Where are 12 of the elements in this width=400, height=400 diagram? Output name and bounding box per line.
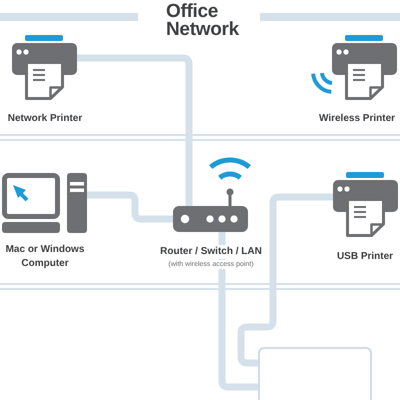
empty-panel <box>258 347 372 400</box>
network-cable <box>87 192 173 222</box>
device-label: Router / Switch / LAN <box>160 245 262 259</box>
network-cable <box>77 54 192 206</box>
wireless-printer-icon <box>308 35 397 100</box>
title: Office Network <box>166 3 240 39</box>
printer-icon <box>12 35 77 100</box>
network-cable <box>238 194 333 366</box>
desktop-computer-icon <box>2 173 87 233</box>
printer-icon <box>333 172 398 237</box>
router-icon <box>173 206 248 232</box>
network-cable <box>218 232 258 390</box>
